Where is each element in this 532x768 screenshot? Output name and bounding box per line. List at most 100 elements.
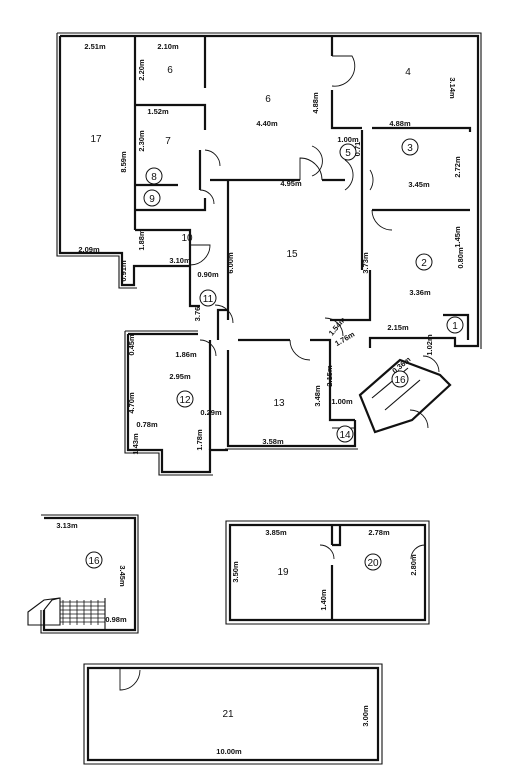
dimension-label-d20: 0.90m: [197, 270, 219, 279]
room-number-text: 3: [407, 143, 413, 154]
dimension-label-d13: 2.72m: [453, 156, 462, 178]
dimension-label-d41: 3.13m: [56, 521, 78, 530]
room-number-circle: [176, 390, 194, 408]
room-number-r9: 9: [143, 189, 161, 207]
dimension-label-d34: 0.78m: [136, 420, 158, 429]
room-number-r5: 5: [339, 143, 357, 161]
dimension-label-d9: 4.88m: [389, 119, 411, 128]
dimension-label-d39: 1.00m: [331, 397, 353, 406]
room-number-text: 6: [265, 94, 271, 105]
dimension-label-d45: 2.78m: [368, 528, 390, 537]
dimension-label-d4: 4.40m: [256, 119, 278, 128]
dimension-label-d46: 3.50m: [231, 561, 240, 583]
room-number-circle: [85, 551, 103, 569]
dimension-label-d5: 4.88m: [311, 92, 320, 114]
main-plan-doors: [189, 55, 440, 429]
dimension-label-d37: 2.15m: [325, 365, 334, 387]
room-number-circle: [446, 316, 464, 334]
basement-plans: [27, 514, 430, 765]
room-number-text: 21: [222, 709, 234, 720]
room-number-text: 19: [277, 567, 289, 578]
dimension-label-d42: 3.45m: [118, 565, 127, 587]
dimension-label-d7: 1.52m: [147, 107, 169, 116]
dimension-label-d17: 2.09m: [78, 245, 100, 254]
room-number-text: 1: [452, 321, 458, 332]
room-number-circle: [391, 370, 409, 388]
dimension-label-d31: 2.95m: [169, 372, 191, 381]
room-number-text: 8: [151, 172, 157, 183]
room-number-text: 2: [421, 258, 427, 269]
room-number-circle: [199, 289, 217, 307]
dimension-label-d48: 2.80m: [409, 554, 418, 576]
room-number-r15: 15: [286, 249, 298, 260]
dimension-label-d26: 2.15m: [387, 323, 409, 332]
dimension-label-d53: 0.80m: [456, 247, 465, 269]
dimension-label-d1: 2.51m: [84, 42, 106, 51]
dimension-label-d32: 4.70m: [127, 392, 136, 414]
room-number-circle: [415, 253, 433, 271]
dimension-label-d28: 1.02m: [425, 334, 434, 356]
room-number-r10: 10: [181, 233, 193, 244]
room-number-text: 5: [345, 148, 351, 159]
room-number-text: 16: [394, 375, 406, 386]
room-number-r8: 8: [145, 167, 163, 185]
room-number-text: 11: [203, 294, 214, 305]
room-number-text: 20: [367, 558, 379, 569]
room-number-text: 17: [90, 134, 102, 145]
room-number-r3: 3: [401, 138, 419, 156]
room-number-r1: 1: [446, 316, 464, 334]
room-number-r16b: 16: [85, 551, 103, 569]
dimension-label-d12: 3.45m: [408, 180, 430, 189]
room-number-text: 6: [167, 65, 173, 76]
dimension-label-d19: 0.91m: [119, 260, 128, 282]
room-number-circle: [401, 138, 419, 156]
room-number-text: 10: [181, 233, 193, 244]
dimension-label-d8: 2.30m: [137, 130, 146, 152]
room-number-r19: 19: [277, 567, 289, 578]
dimension-label-d50: 10.00m: [216, 747, 242, 756]
dimension-label-d11: 0.71: [353, 142, 362, 157]
dimension-label-d35: 1.43m: [131, 433, 140, 455]
dimension-label-d15: 4.95m: [280, 179, 302, 188]
dimension-label-d23: 3.36m: [409, 288, 431, 297]
dimension-label-d18: 3.10m: [169, 256, 191, 265]
room-number-circle: [143, 189, 161, 207]
room-number-r20: 20: [364, 553, 382, 571]
dimension-label-d38: 3.48m: [313, 385, 322, 407]
dimension-label-d30: 0.45m: [127, 334, 136, 356]
dimension-label-d24: 3.76: [193, 307, 202, 322]
room-number-r11: 11: [199, 289, 217, 307]
room-number-circle: [364, 553, 382, 571]
room-number-r6b: 6: [265, 94, 271, 105]
room-number-r2: 2: [415, 253, 433, 271]
room-number-circle: [145, 167, 163, 185]
dimension-label-d3: 2.20m: [137, 59, 146, 81]
room-number-text: 14: [339, 430, 351, 441]
room-number-text: 13: [273, 398, 285, 409]
room-number-r6a: 6: [167, 65, 173, 76]
dimension-label-d47: 1.40m: [319, 589, 328, 611]
dimension-label-d6: 3.14m: [448, 77, 457, 99]
room-number-text: 12: [179, 395, 191, 406]
dimension-label-d21: 6.00m: [226, 252, 235, 274]
room-number-circle: [336, 425, 354, 443]
room-number-text: 7: [165, 136, 171, 147]
dimension-label-d16: 1.88m: [137, 229, 146, 251]
room-number-r16a: 16: [391, 370, 409, 388]
dimension-label-d22: 3.73m: [361, 252, 370, 274]
dimension-label-d49: 3.00m: [361, 705, 370, 727]
dimension-label-d14: 8.59m: [119, 151, 128, 173]
room-number-r4: 4: [405, 67, 411, 78]
dimension-label-d29: 1.86m: [175, 350, 197, 359]
room-number-circle: [339, 143, 357, 161]
room-number-r7: 7: [165, 136, 171, 147]
dimension-label-d43: 0.98m: [105, 615, 127, 624]
room-number-r21: 21: [222, 709, 234, 720]
room-number-text: 15: [286, 249, 298, 260]
dimension-label-d33: 0.29m: [200, 408, 222, 417]
room-number-text: 16: [88, 556, 100, 567]
room-number-r17: 17: [90, 134, 102, 145]
dimension-label-d44: 3.85m: [265, 528, 287, 537]
